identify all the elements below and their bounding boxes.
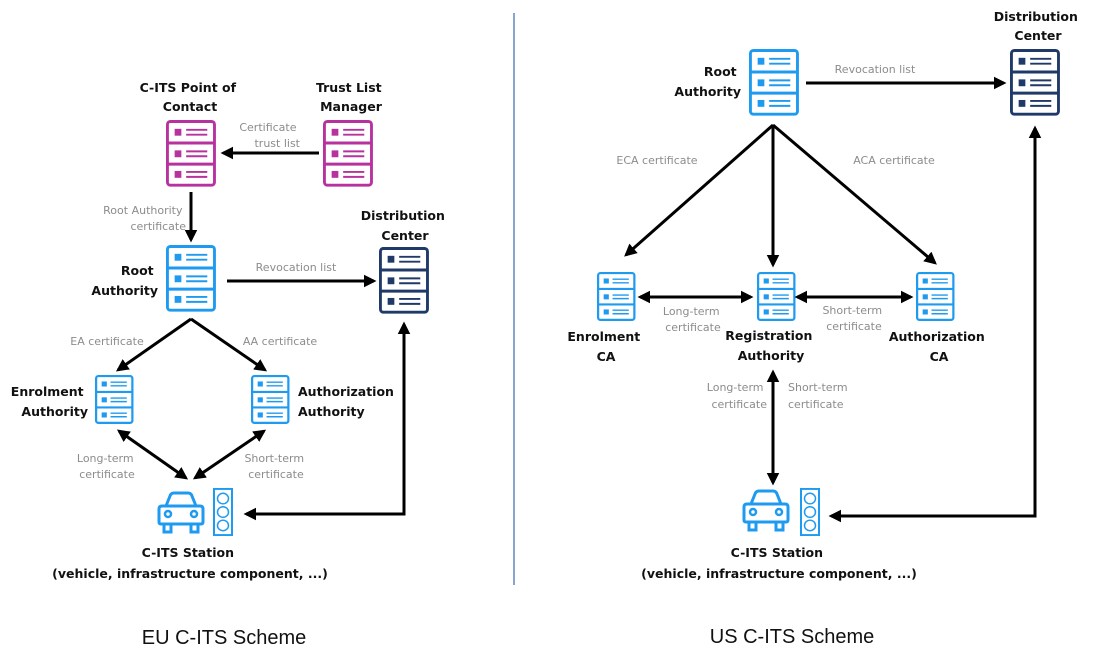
eu-arrow-ea-cert	[115, 317, 192, 372]
us-scheme: Root Authority Distribution Center Enrol…	[567, 9, 1082, 648]
eu-distribution-center-server-icon	[378, 247, 429, 314]
us-aca-certificate-label: ACA certificate	[853, 154, 935, 167]
us-registration-authority-server-icon	[756, 271, 796, 321]
eu-enrolment-authority-server-icon	[95, 374, 134, 424]
eu-traffic-light-icon	[213, 487, 233, 537]
eu-aa-certificate-label: AA certificate	[243, 335, 318, 348]
eu-scheme-title: EU C-ITS Scheme	[142, 627, 306, 649]
us-authorization-ca-server-icon	[915, 271, 955, 321]
us-arrow-eca-cert	[624, 123, 774, 257]
eu-point-of-contact-label: C-ITS Point of Contact	[140, 80, 241, 114]
eu-car-icon	[157, 491, 205, 534]
us-long-term-certificate-h-label: Long-term certificate	[663, 305, 723, 334]
us-distribution-center-server-icon	[1009, 49, 1060, 116]
us-root-authority-server-icon	[748, 49, 799, 116]
us-short-term-certificate-h-label: Short-term certificate	[822, 304, 885, 333]
us-eca-certificate-label: ECA certificate	[616, 154, 697, 167]
eu-authorization-authority-server-icon	[251, 374, 290, 424]
us-scheme-title: US C-ITS Scheme	[710, 626, 874, 648]
us-car-icon	[742, 489, 790, 532]
eu-long-term-certificate-label: Long-term certificate	[77, 452, 137, 481]
us-root-authority-label: Root Authority	[674, 64, 741, 99]
us-arrow-aca-cert	[772, 123, 937, 265]
eu-arrow-long-term	[116, 429, 189, 480]
eu-revocation-list-label: Revocation list	[256, 261, 337, 274]
us-distribution-center-label: Distribution Center	[994, 9, 1082, 43]
eu-authorization-authority-label: Authorization Authority	[298, 384, 398, 419]
us-short-term-certificate-v-label: Short-term certificate	[788, 381, 851, 411]
us-traffic-light-icon	[800, 487, 820, 537]
eu-arrow-dc-to-station	[243, 321, 411, 521]
us-enrolment-ca-label: Enrolment CA	[567, 329, 644, 364]
eu-station-label: C-ITS Station (vehicle, infrastructure c…	[52, 545, 328, 581]
us-arrow-dc-to-station	[828, 125, 1042, 523]
us-enrolment-ca-server-icon	[596, 271, 636, 321]
eu-enrolment-authority-label: Enrolment Authority	[11, 384, 88, 419]
eu-certificate-trust-list-label: Certificate trust list	[239, 121, 300, 150]
us-registration-authority-label: Registration Authority	[725, 328, 816, 363]
us-authorization-ca-label: Authorization CA	[889, 329, 989, 364]
eu-point-of-contact-server-icon	[165, 119, 216, 187]
eu-root-authority-certificate-label: Root Authority certificate	[103, 204, 186, 233]
eu-root-authority-server-icon	[165, 245, 216, 312]
us-long-term-certificate-v-label: Long-term certificate	[707, 381, 767, 411]
eu-distribution-center-label: Distribution Center	[361, 208, 449, 243]
us-station-label: C-ITS Station (vehicle, infrastructure c…	[641, 545, 917, 581]
eu-short-term-certificate-label: Short-term certificate	[244, 452, 307, 481]
eu-ea-certificate-label: EA certificate	[70, 335, 144, 348]
us-revocation-list-label: Revocation list	[835, 63, 916, 76]
eu-trust-list-manager-label: Trust List Manager	[316, 80, 386, 114]
eu-trust-list-manager-server-icon	[322, 119, 373, 187]
eu-scheme: C-ITS Point of Contact Trust List Manage…	[11, 80, 449, 649]
eu-root-authority-label: Root Authority	[91, 263, 158, 298]
